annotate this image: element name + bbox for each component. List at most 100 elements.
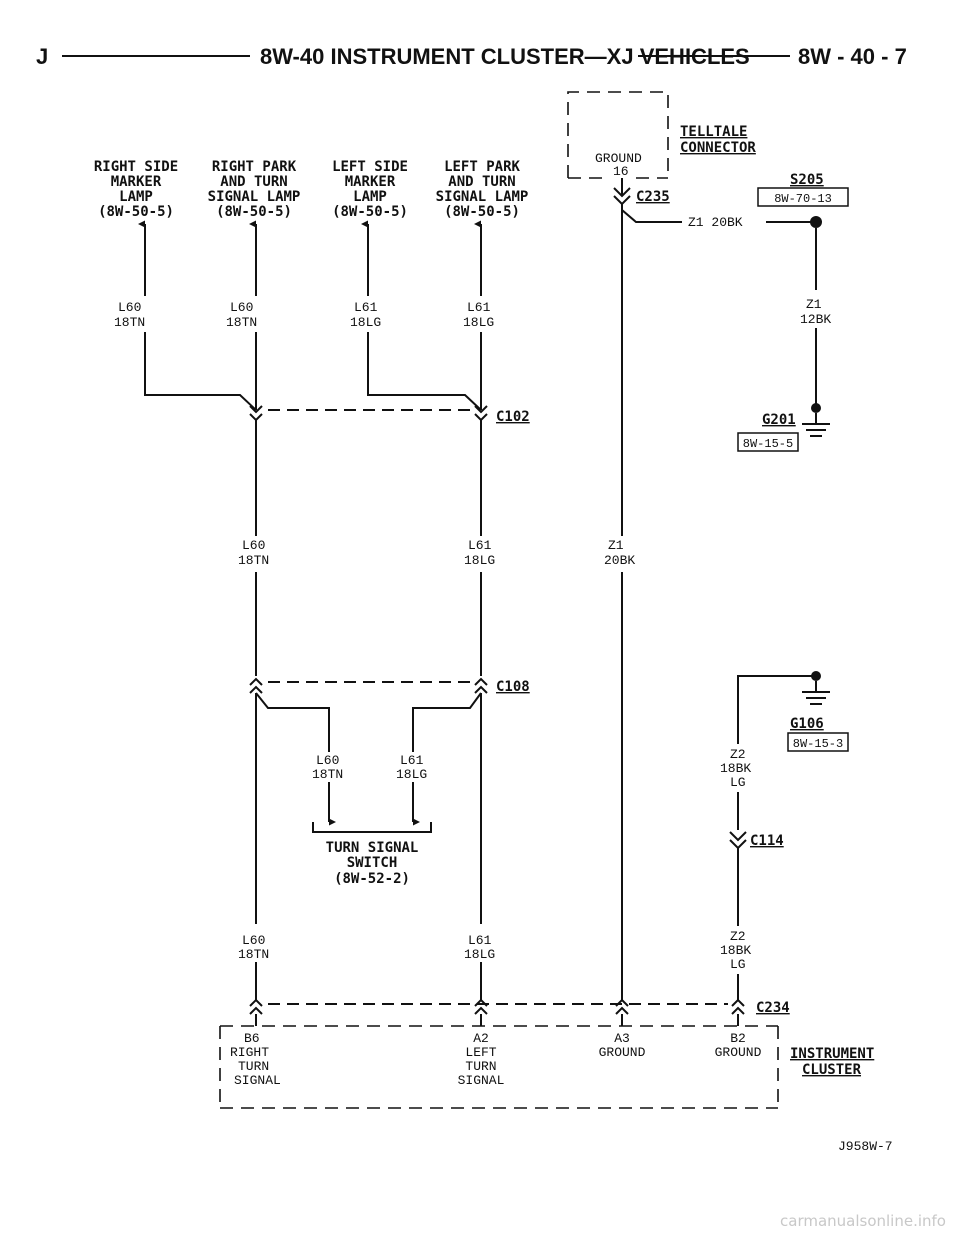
cluster-title: CLUSTER bbox=[802, 1062, 862, 1078]
wire-label-circuit: L60 bbox=[316, 753, 339, 768]
ground-dot bbox=[811, 671, 821, 681]
watermark: carmanualsonline.info bbox=[780, 1212, 946, 1230]
wire-label-gauge: 18LG bbox=[350, 315, 381, 330]
splice-ref: 8W-70-13 bbox=[774, 192, 832, 206]
wire-label-gauge: 18LG bbox=[464, 553, 495, 568]
connector-pin-symbol bbox=[729, 831, 747, 850]
wire-label-color: LG bbox=[730, 957, 746, 972]
splice-label-s205: S205 bbox=[790, 172, 824, 188]
wire-label-circuit: Z2 bbox=[730, 929, 746, 944]
component-left-side-marker-lamp: LEFT SIDE MARKER LAMP (8W-50-5) bbox=[332, 159, 408, 220]
telltale-dashed-box bbox=[567, 91, 669, 178]
wire-segment bbox=[144, 332, 257, 411]
cluster-pin-label: GROUND bbox=[715, 1045, 762, 1060]
connector-c108: C108 bbox=[249, 677, 530, 695]
ground-label-g106: G106 bbox=[790, 716, 824, 732]
label-line: SIGNAL LAMP bbox=[436, 189, 529, 205]
cluster-pin-label: SIGNAL bbox=[234, 1073, 281, 1088]
label-ref: (8W-52-2) bbox=[334, 871, 410, 887]
component-right-park-turn-lamp: RIGHT PARK AND TURN SIGNAL LAMP (8W-50-5… bbox=[208, 159, 301, 220]
cluster-pin-number: A2 bbox=[473, 1031, 489, 1046]
connector-label-c114: C114 bbox=[750, 833, 784, 849]
wire-label-gauge: 18TN bbox=[226, 315, 257, 330]
connector-pin-symbol bbox=[249, 677, 263, 694]
ground-ref-box bbox=[787, 732, 849, 752]
component-instrument-cluster: B6 RIGHT TURN SIGNAL A2 LEFT TURN SIGNAL… bbox=[219, 1025, 874, 1109]
wire-segment bbox=[367, 332, 482, 411]
page-header: J 8W-40 INSTRUMENT CLUSTER—XJ VEHICLES 8… bbox=[36, 44, 907, 69]
wire-l60-to-switch bbox=[255, 692, 330, 752]
wire-label-gauge: 18TN bbox=[238, 947, 269, 962]
ground-ref-box bbox=[737, 432, 799, 452]
telltale-pin-name: GROUND bbox=[595, 151, 642, 166]
cluster-pin-label: SIGNAL bbox=[458, 1073, 505, 1088]
connector-pin-symbol bbox=[474, 677, 488, 694]
connector-pin-symbol bbox=[731, 998, 745, 1015]
wire-z1-horizontal bbox=[621, 204, 682, 223]
label-line: LAMP bbox=[353, 189, 387, 205]
cluster-pin-label: GROUND bbox=[599, 1045, 646, 1060]
label-line: MARKER bbox=[345, 174, 396, 190]
label-ref: (8W-50-5) bbox=[216, 204, 292, 220]
ground-g106: G106 8W-15-3 bbox=[737, 671, 849, 752]
ground-ref: 8W-15-3 bbox=[793, 737, 843, 751]
label-line: LAMP bbox=[119, 189, 153, 205]
wire-label-gauge: 18LG bbox=[463, 315, 494, 330]
connector-c102: C102 bbox=[249, 405, 530, 425]
cluster-pin-label: RIGHT bbox=[230, 1045, 269, 1060]
wire-z2-to-g106 bbox=[737, 675, 812, 744]
label-ref: (8W-50-5) bbox=[332, 204, 408, 220]
wire-label-circuit: L60 bbox=[118, 300, 141, 315]
connector-pin-symbol bbox=[249, 998, 263, 1015]
splice-s205: S205 8W-70-13 bbox=[757, 172, 849, 228]
wire-label: Z1 20BK bbox=[688, 215, 743, 230]
header-page-ref: 8W - 40 - 7 bbox=[798, 44, 907, 69]
telltale-title: CONNECTOR bbox=[680, 140, 756, 156]
wire-label-gauge: 20BK bbox=[604, 553, 635, 568]
label-line: TURN SIGNAL bbox=[326, 840, 419, 856]
splice-ref-box bbox=[757, 187, 849, 207]
wire-label-circuit: Z1 bbox=[806, 297, 822, 312]
wire-label-gauge: 18TN bbox=[312, 767, 343, 782]
label-line: LEFT SIDE bbox=[332, 159, 408, 175]
wire-label-circuit: L61 bbox=[468, 933, 492, 948]
component-right-side-marker-lamp: RIGHT SIDE MARKER LAMP (8W-50-5) bbox=[94, 159, 178, 220]
wire-label-circuit: L61 bbox=[467, 300, 491, 315]
cluster-pin-label: TURN bbox=[238, 1059, 269, 1074]
label-line: AND TURN bbox=[220, 174, 287, 190]
wire-label-gauge: 12BK bbox=[800, 312, 831, 327]
label-line: MARKER bbox=[111, 174, 162, 190]
wire-label-circuit: L61 bbox=[354, 300, 378, 315]
label-line: AND TURN bbox=[448, 174, 515, 190]
cluster-pin-label: TURN bbox=[465, 1059, 496, 1074]
connector-pin-symbol bbox=[615, 998, 629, 1015]
connector-label-c235: C235 bbox=[636, 189, 670, 205]
connector-label-c108: C108 bbox=[496, 679, 530, 695]
connector-label-c234: C234 bbox=[756, 1000, 790, 1016]
cluster-pin-label: LEFT bbox=[465, 1045, 496, 1060]
label-ref: (8W-50-5) bbox=[98, 204, 174, 220]
component-turn-signal-switch: TURN SIGNAL SWITCH (8W-52-2) bbox=[312, 822, 432, 887]
ground-g201: G201 8W-15-5 bbox=[737, 403, 830, 452]
cluster-pin-number: B6 bbox=[244, 1031, 260, 1046]
telltale-pin-number: 16 bbox=[613, 164, 629, 179]
wire-label-circuit: L60 bbox=[230, 300, 253, 315]
wire-label-circuit: L60 bbox=[242, 933, 265, 948]
wire-label-gauge: 18LG bbox=[464, 947, 495, 962]
wire-label-gauge: 18BK bbox=[720, 943, 751, 958]
telltale-title: TELLTALE bbox=[680, 124, 747, 140]
wire-label-gauge: 18BK bbox=[720, 761, 751, 776]
connector-c114: C114 bbox=[729, 831, 784, 850]
wire-label-gauge: 18TN bbox=[238, 553, 269, 568]
wire-label-circuit: Z2 bbox=[730, 747, 746, 762]
cluster-title: INSTRUMENT bbox=[790, 1046, 874, 1062]
label-line: SIGNAL LAMP bbox=[208, 189, 301, 205]
splice-dot bbox=[810, 216, 822, 228]
ground-dot bbox=[811, 403, 821, 413]
label-line: RIGHT SIDE bbox=[94, 159, 178, 175]
ground-ref: 8W-15-5 bbox=[743, 437, 793, 451]
connector-pin-symbol bbox=[474, 998, 488, 1015]
connector-label-c102: C102 bbox=[496, 409, 530, 425]
figure-id: J958W-7 bbox=[838, 1139, 893, 1154]
wire-label-circuit: Z1 bbox=[608, 538, 624, 553]
